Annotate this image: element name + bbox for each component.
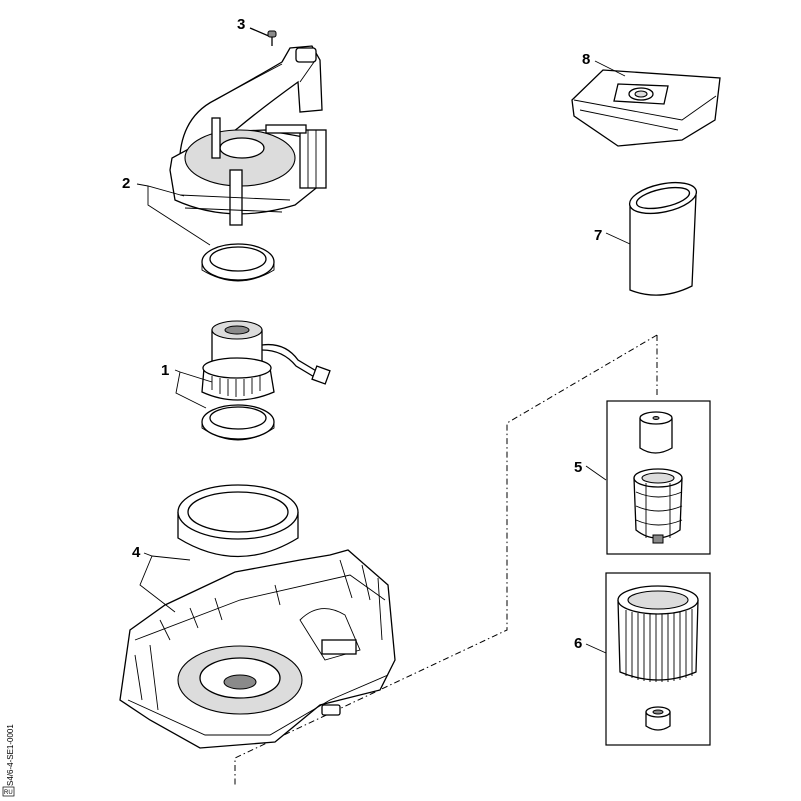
document-tag: RU [4,790,13,796]
part-2-seal-ring [201,243,275,282]
part-6-cartridge-filter [617,585,699,731]
callout-2: 2 [122,175,130,192]
document-code-text: S4/6-4-SE1-0001 [6,724,15,786]
assembly-dash-line [234,334,658,785]
callout-3: 3 [237,16,245,33]
document-tag-box [2,786,15,797]
part-2-fan-housing [169,45,327,226]
callout-8: 8 [582,51,590,68]
callout-6: 6 [574,635,582,652]
leader-lines [136,60,631,654]
part-4-gasket-ring [177,484,299,558]
part-1-motor [201,320,331,401]
callout-1: 1 [161,362,169,379]
callout-5: 5 [574,459,582,476]
part-5-filter-cage [633,411,683,544]
part-6-frame [605,572,711,746]
part-8-filter-bag [571,69,721,147]
callout-7: 7 [594,227,602,244]
part-7-sleeve-filter [628,181,698,296]
part-3-screw [249,27,277,46]
base-housing [119,549,396,749]
callout-4: 4 [132,544,141,561]
part-5-frame [606,400,711,555]
part-1-ring [201,404,275,441]
